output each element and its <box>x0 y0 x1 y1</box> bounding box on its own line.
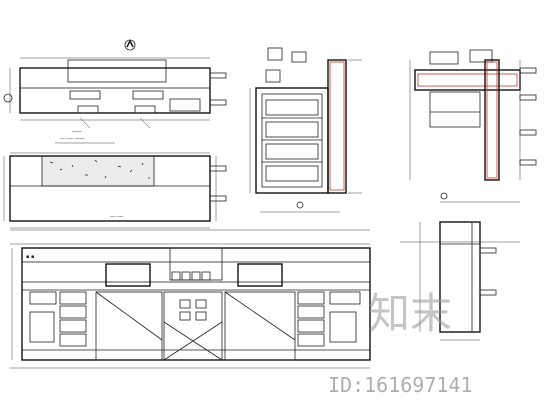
svg-text:▪ ▪: ▪ ▪ <box>26 254 34 260</box>
watermark-brand: 知末 <box>368 289 452 338</box>
cabinet-section-2 <box>409 49 537 203</box>
svg-text:—··—: —··— <box>110 214 123 220</box>
svg-text:——: —— <box>72 129 82 135</box>
cabinet-section-1 <box>249 47 362 213</box>
full-elevation: ▪ ▪ <box>10 229 371 369</box>
plan-view: —— —··— —— <box>3 39 227 144</box>
side-detail <box>400 221 520 341</box>
svg-text:—··— ——: —··— —— <box>60 136 85 142</box>
watermark: 知末 ID:161697141 <box>328 289 473 397</box>
watermark-id: ID:161697141 <box>328 373 473 397</box>
counter-elevation: —··— <box>3 152 227 229</box>
